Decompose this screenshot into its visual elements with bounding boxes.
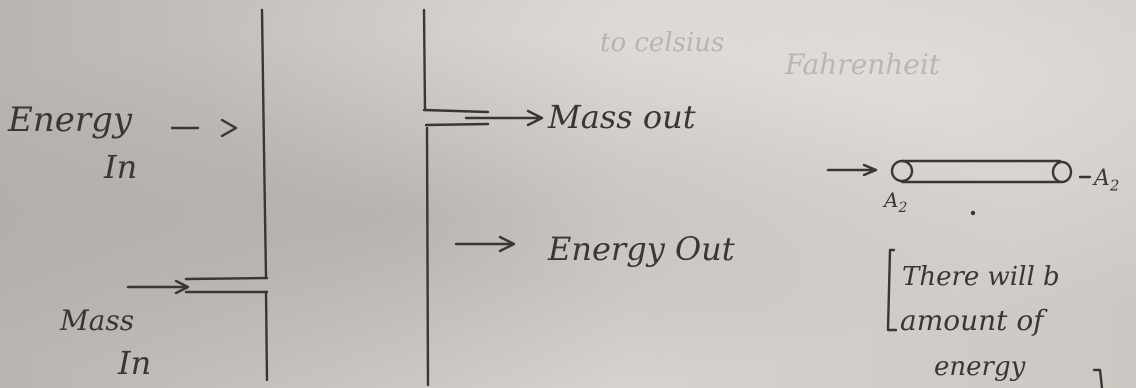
mass-in-sub-label: In — [118, 344, 152, 382]
note-bracket — [886, 248, 898, 332]
energy-in-label: Energy — [8, 100, 133, 140]
left-system-boundary — [260, 8, 268, 280]
mass-in-arrow — [126, 279, 190, 295]
note-line-1: There will b — [902, 262, 1060, 292]
bleed-through-celsius: to celsius — [600, 28, 725, 58]
pipe-inlet-arrow — [826, 163, 878, 177]
note-line-2: amount of — [900, 304, 1044, 337]
note-close-bracket — [1092, 368, 1104, 388]
energy-out-label: Energy Out — [548, 230, 735, 268]
energy-in-arrow — [170, 118, 238, 138]
mass-in-label: Mass — [60, 304, 135, 337]
pipe-inlet-face — [890, 159, 914, 183]
mass-out-arrow — [464, 109, 544, 127]
right-boundary-lower — [425, 126, 430, 387]
right-system-boundary — [422, 8, 427, 112]
pipe-inlet-label: A2 — [884, 188, 908, 216]
bleed-through-fahrenheit: Fahrenheit — [785, 48, 941, 81]
mass-out-channel-bottom — [424, 122, 490, 127]
mass-out-label: Mass out — [548, 98, 696, 136]
note-line-3: energy — [934, 352, 1026, 382]
pipe-outlet-subscript: 2 — [1109, 176, 1120, 195]
left-boundary-lower — [264, 290, 269, 382]
pipe-outlet-label: A2 — [1094, 166, 1120, 195]
mass-out-channel-top — [422, 108, 490, 114]
mass-in-channel-top — [184, 276, 269, 281]
ink-dot — [970, 210, 976, 216]
pipe-inlet-subscript: 2 — [898, 200, 908, 216]
energy-out-arrow — [454, 235, 516, 253]
pipe-outlet-face — [1051, 160, 1073, 184]
energy-in-sub-label: In — [104, 148, 138, 186]
